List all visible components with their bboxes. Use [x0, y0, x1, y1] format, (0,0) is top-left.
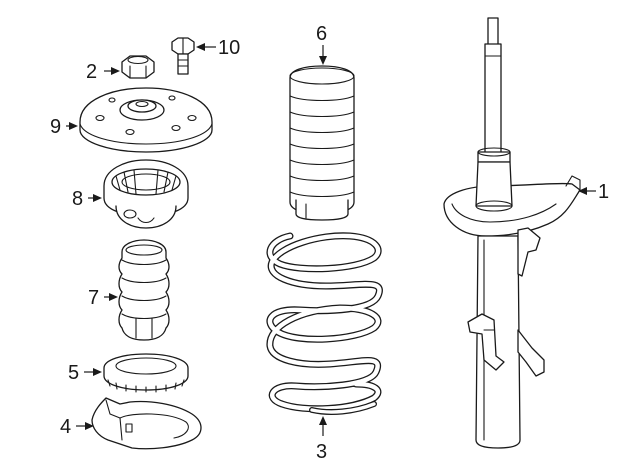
strut-assembly-part-1 [443, 17, 581, 449]
upper-mount-part-9 [79, 87, 213, 153]
callout-5: 5 [68, 362, 79, 384]
bolt-part-10 [171, 37, 195, 75]
spring-seat-part-8 [103, 159, 189, 229]
lower-seat-part-4 [91, 397, 202, 450]
coil-spring-part-3 [266, 232, 383, 415]
isolator-ring-part-5 [103, 353, 189, 393]
callout-6: 6 [316, 23, 327, 45]
callout-1: 1 [598, 181, 609, 203]
callout-2: 2 [86, 61, 97, 83]
callout-3: 3 [316, 441, 327, 463]
callout-9: 9 [50, 116, 61, 138]
dust-boot-part-6 [289, 65, 355, 221]
callout-10: 10 [218, 37, 240, 59]
bump-stop-part-7 [118, 239, 170, 341]
nut-part-2 [121, 55, 155, 79]
callout-7: 7 [88, 287, 99, 309]
callout-4: 4 [60, 416, 71, 438]
callout-8: 8 [72, 188, 83, 210]
callout-leaders [66, 43, 596, 436]
